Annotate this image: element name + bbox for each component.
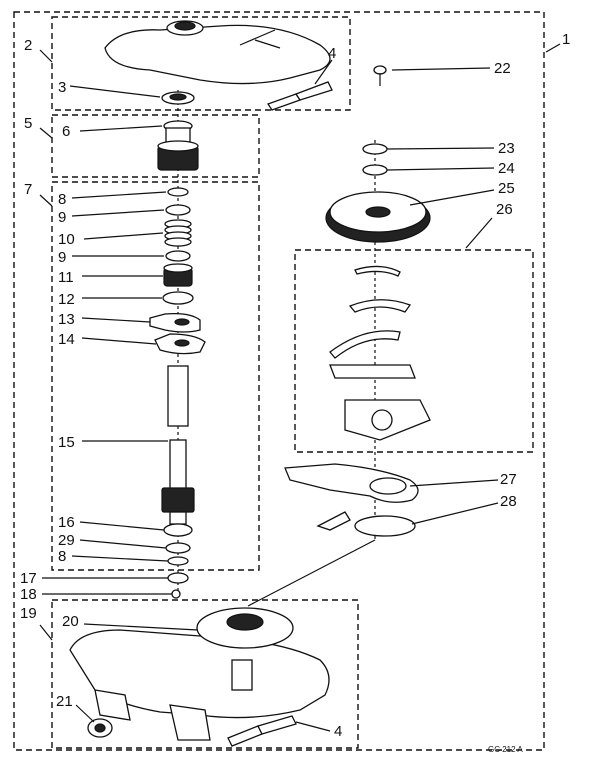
callout-13: 13: [58, 311, 75, 328]
screw: [373, 65, 387, 86]
callout-4-bottom: 4: [334, 723, 342, 740]
callout-20: 20: [62, 613, 79, 630]
callout-10: 10: [58, 231, 75, 248]
callout-27: 27: [500, 471, 517, 488]
washer-8-lower: [167, 556, 189, 566]
callout-15: 15: [58, 434, 75, 451]
callout-7: 7: [24, 181, 32, 198]
callout-3: 3: [58, 79, 66, 96]
callout-17: 17: [20, 570, 37, 587]
ring-23: [362, 143, 388, 155]
leader-lines: [39, 43, 561, 732]
washer-8-top: [167, 187, 189, 197]
gearcase-cover: [104, 20, 331, 85]
agitator-shaft: [161, 365, 195, 525]
assembly-box-7: [51, 181, 260, 571]
callout-8-lower: 8: [58, 548, 66, 565]
ball-18: [171, 589, 181, 599]
callout-18: 18: [20, 586, 37, 603]
clutch-gear: [163, 263, 193, 287]
callout-9-lower: 9: [58, 249, 66, 266]
spring-clip: [316, 511, 416, 537]
callout-14: 14: [58, 331, 75, 348]
bearing: [87, 718, 113, 738]
washer-16: [163, 523, 193, 537]
drawing-code: GC 212 A: [488, 745, 523, 754]
spring: [164, 219, 192, 247]
assembly-box-2: [51, 16, 351, 111]
callout-5: 5: [24, 115, 32, 132]
ring-24: [362, 164, 388, 176]
grease-tube-top: [266, 81, 333, 111]
callout-12: 12: [58, 291, 75, 308]
washer-9-lower: [165, 250, 191, 262]
ring-12: [162, 291, 194, 305]
callout-2: 2: [24, 37, 32, 54]
pinion-gear-assembly: [157, 120, 199, 171]
callout-labels: 1 2 3 4 22 5 6 7 8 9 10 9 11 12 13 14 15…: [20, 31, 570, 754]
washer-29: [165, 542, 191, 554]
callout-8-top: 8: [58, 191, 66, 208]
grease-tube-bottom: [227, 715, 297, 747]
assembly-box-5: [51, 114, 260, 178]
callout-19: 19: [20, 605, 37, 622]
callout-22: 22: [494, 60, 511, 77]
shifter-assembly: [329, 265, 431, 441]
assembly-box-1: [13, 11, 545, 751]
callout-21: 21: [56, 693, 73, 710]
washer-9-top: [165, 204, 191, 216]
cam-13: [149, 312, 201, 333]
callout-24: 24: [498, 160, 515, 177]
callout-26: 26: [496, 201, 513, 218]
assembly-box-19: [51, 599, 359, 749]
callout-28: 28: [500, 493, 517, 510]
cam-14: [154, 333, 206, 355]
callout-11: 11: [58, 269, 74, 286]
callout-1: 1: [562, 31, 570, 48]
callout-6: 6: [62, 123, 70, 140]
shift-lever: [284, 463, 419, 503]
callout-4-top: 4: [328, 45, 336, 62]
gearcase-base: [69, 607, 330, 741]
callout-23: 23: [498, 140, 515, 157]
callout-29: 29: [58, 532, 75, 549]
callout-9-top: 9: [58, 209, 66, 226]
washer-17: [167, 572, 189, 584]
callout-25: 25: [498, 180, 515, 197]
callout-16: 16: [58, 514, 75, 531]
drive-gear: [325, 191, 431, 243]
